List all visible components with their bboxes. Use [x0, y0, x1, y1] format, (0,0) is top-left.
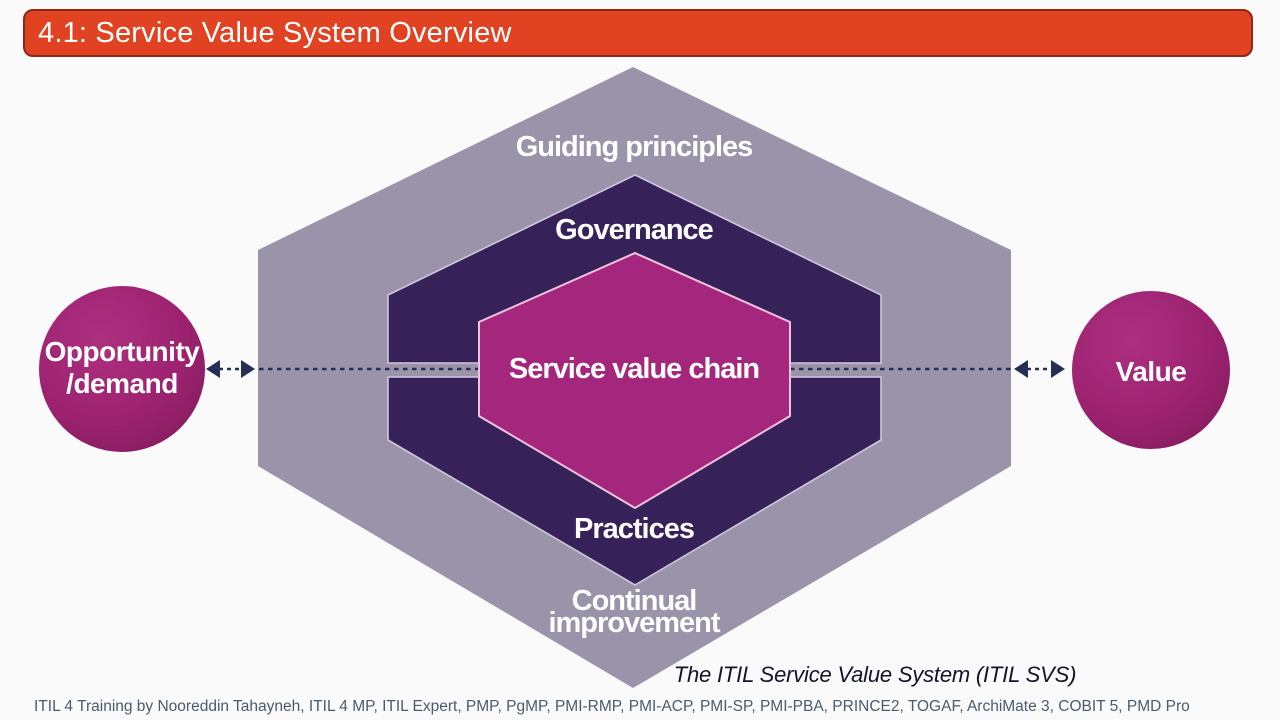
page-title: 4.1: Service Value System Overview: [38, 16, 512, 49]
right-arrowhead-icon: [1051, 360, 1065, 378]
svs-to-value-arrow: [1014, 360, 1065, 378]
value-label: Value: [1116, 356, 1187, 387]
guiding-principles-label: Guiding principles: [516, 131, 753, 163]
continual-improvement-label-line2: improvement: [548, 607, 720, 639]
value-circle: [1072, 291, 1230, 449]
opportunity-label: Opportunity: [45, 336, 201, 367]
governance-label: Governance: [555, 214, 713, 246]
left-arrowhead-icon: [206, 360, 220, 378]
opportunity-demand-circle: [39, 286, 205, 452]
opportunity-to-svs-arrow: [206, 360, 255, 378]
right-arrowhead-icon: [241, 360, 255, 378]
practices-label: Practices: [574, 513, 694, 545]
demand-label: /demand: [66, 368, 178, 399]
service-value-chain-hexagon: [478, 251, 791, 510]
title-bar: 4.1: Service Value System Overview: [23, 9, 1253, 57]
diagram-caption: The ITIL Service Value System (ITIL SVS): [673, 662, 1077, 687]
service-value-chain-label: Service value chain: [509, 353, 759, 385]
left-arrowhead-icon: [1014, 360, 1028, 378]
footer-credits: ITIL 4 Training by Nooreddin Tahayneh, I…: [34, 698, 1190, 715]
continual-improvement-label-line1: Continual: [572, 585, 697, 617]
